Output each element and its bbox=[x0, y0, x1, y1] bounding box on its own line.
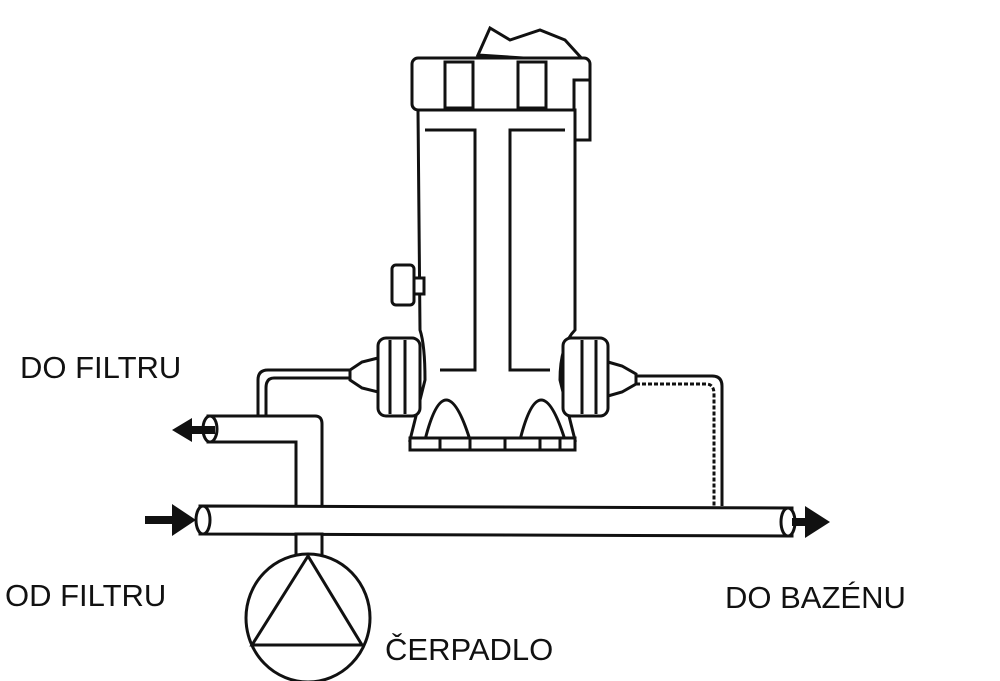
main-pipe bbox=[198, 504, 794, 538]
label-from-filter: OD FILTRU bbox=[5, 578, 166, 613]
feeder-body bbox=[408, 108, 577, 442]
inlet-fitting bbox=[348, 356, 380, 394]
feed-tube-right bbox=[636, 374, 724, 506]
feeder-cap bbox=[410, 56, 592, 112]
pump-symbol bbox=[244, 552, 372, 681]
feed-tube-left bbox=[256, 368, 350, 416]
arrow-to-pool-icon bbox=[792, 506, 830, 538]
arrow-from-filter-icon bbox=[145, 504, 196, 536]
label-to-pool: DO BAZÉNU bbox=[725, 580, 906, 615]
label-pump: ČERPADLO bbox=[385, 632, 553, 667]
chemical-feeder bbox=[348, 25, 638, 452]
feeder-base-grid bbox=[408, 436, 577, 452]
arrow-to-filter-icon bbox=[172, 418, 215, 442]
label-to-filter: DO FILTRU bbox=[20, 350, 181, 385]
adjust-knob bbox=[390, 263, 416, 307]
pipe-to-filter bbox=[206, 414, 324, 509]
inlet-valve bbox=[376, 336, 422, 418]
outlet-fitting bbox=[606, 360, 638, 398]
outlet-valve bbox=[561, 336, 610, 418]
